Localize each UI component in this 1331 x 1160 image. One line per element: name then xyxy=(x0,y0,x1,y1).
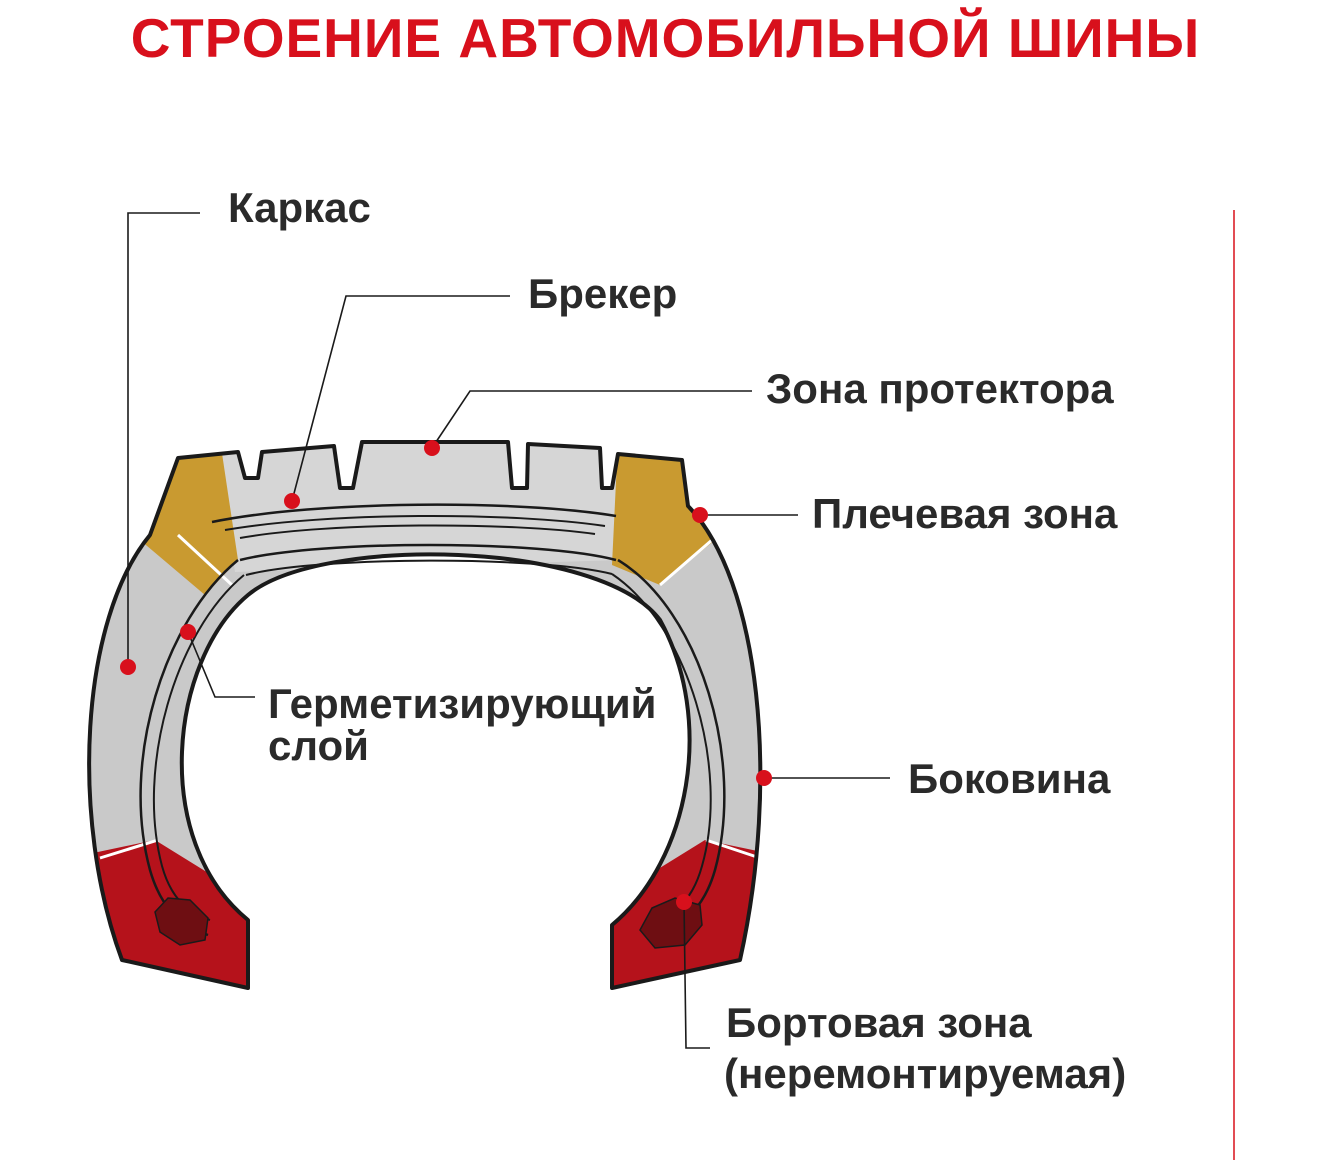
marker-dots xyxy=(120,440,772,910)
label-sealing-line1: Герметизирующий xyxy=(268,680,657,727)
tire-outline xyxy=(87,440,763,990)
label-bead-line2: (неремонтируемая) xyxy=(724,1050,1126,1097)
label-sidewall: Боковина xyxy=(908,755,1111,802)
label-karkas: Каркас xyxy=(228,184,371,231)
leader-protector xyxy=(431,390,752,449)
dot-shoulder xyxy=(692,507,708,523)
bead-core-left xyxy=(154,897,209,946)
label-protector: Зона протектора xyxy=(766,365,1114,412)
dot-bead xyxy=(676,894,692,910)
breaker-belt-3 xyxy=(239,524,596,539)
leader-breker xyxy=(291,295,510,502)
breaker-belt-2 xyxy=(224,514,606,531)
page-title: СТРОЕНИЕ АВТОМОБИЛЬНОЙ ШИНЫ xyxy=(130,7,1201,69)
label-sealing-line2: слой xyxy=(268,722,369,769)
dot-breker xyxy=(284,493,300,509)
dot-protector xyxy=(424,440,440,456)
dot-sidewall xyxy=(756,770,772,786)
breaker-belt-1 xyxy=(211,503,617,524)
leader-karkas xyxy=(127,212,200,667)
dot-sealing xyxy=(180,624,196,640)
tire-body xyxy=(89,442,761,988)
tread-zone xyxy=(215,442,640,572)
label-breker: Брекер xyxy=(528,270,677,317)
leader-lines xyxy=(127,212,890,1049)
label-bead-line1: Бортовая зона xyxy=(726,999,1032,1046)
label-shoulder: Плечевая зона xyxy=(812,490,1118,537)
dot-karkas xyxy=(120,659,136,675)
leader-sealing xyxy=(187,631,255,698)
leader-bead xyxy=(683,901,710,1049)
bead-core-right xyxy=(639,897,703,949)
